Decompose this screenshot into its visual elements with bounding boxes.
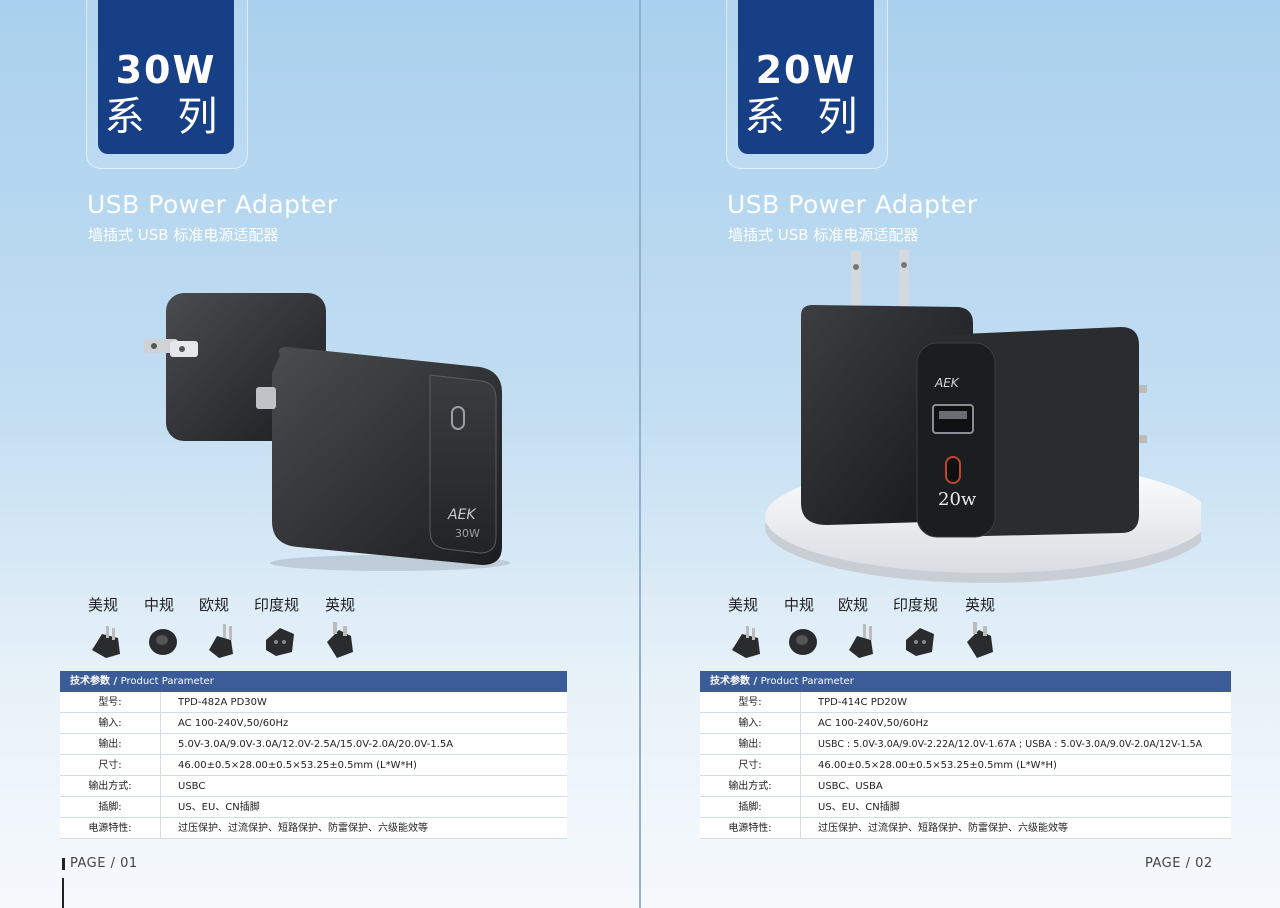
spec-row: 型号: TPD-414C PD20W xyxy=(700,692,1231,713)
title-cn: 墙插式 USB 标准电源适配器 xyxy=(728,226,919,244)
plug-label-us: 美规 xyxy=(728,596,759,614)
spec-key: 插脚: xyxy=(700,797,801,817)
spec-value: AC 100-240V,50/60Hz xyxy=(818,718,929,729)
uk-plug-icon xyxy=(327,622,353,658)
footer-rule xyxy=(62,878,64,908)
plug-label-in: 印度规 xyxy=(254,596,300,614)
uk-plug-icon xyxy=(967,622,993,658)
series-label: 系 列 xyxy=(744,94,868,140)
spec-value: AC 100-240V,50/60Hz xyxy=(178,718,289,729)
spec-header-en: Product Parameter xyxy=(120,676,214,687)
plug-icons xyxy=(0,620,640,662)
page-01: 30W 系 列 USB Power Adapter 墙插式 USB 标准电源适配… xyxy=(0,0,640,908)
series-label: 系 列 xyxy=(104,94,228,140)
spec-row: 尺寸: 46.00±0.5×28.00±0.5×53.25±0.5mm (L*W*… xyxy=(700,755,1231,776)
title-en: USB Power Adapter xyxy=(87,190,338,219)
page-divider xyxy=(639,0,641,908)
plug-label-eu: 欧规 xyxy=(199,596,230,614)
us-plug-icon xyxy=(92,626,120,658)
plug-label-in: 印度规 xyxy=(893,596,939,614)
series-tab: 30W 系 列 xyxy=(98,0,234,154)
spec-value: US、EU、CN插脚 xyxy=(818,802,900,813)
spec-value: US、EU、CN插脚 xyxy=(178,802,260,813)
spec-key: 插脚: xyxy=(60,797,161,817)
spec-row: 尺寸: 46.00±0.5×28.00±0.5×53.25±0.5mm (L*W*… xyxy=(60,755,567,776)
spec-key: 型号: xyxy=(700,692,801,712)
product-brand-logo: AEK xyxy=(934,376,960,390)
spec-key: 电源特性: xyxy=(60,818,161,838)
spec-value: USBC xyxy=(178,781,206,792)
spec-row: 插脚: US、EU、CN插脚 xyxy=(700,797,1231,818)
cn-plug-icon xyxy=(789,629,817,655)
plug-type-labels: 美规 中规 欧规 印度规 英规 xyxy=(641,594,1280,614)
eu-plug-icon xyxy=(209,624,233,658)
spec-value: 5.0V-3.0A/9.0V-3.0A/12.0V-2.5A/15.0V-2.0… xyxy=(178,739,454,750)
spec-header-cn: 技术参数 / xyxy=(70,676,118,687)
footer-bar xyxy=(62,858,65,870)
spec-header-en: Product Parameter xyxy=(760,676,854,687)
plug-type-labels: 美规 中规 欧规 印度规 英规 xyxy=(0,594,640,614)
spec-key: 尺寸: xyxy=(60,755,161,775)
series-tab: 20W 系 列 xyxy=(738,0,874,154)
spec-value: TPD-482A PD30W xyxy=(178,697,267,708)
spec-value: USBC : 5.0V-3.0A/9.0V-2.22A/12.0V-1.67A … xyxy=(818,739,1203,750)
spec-key: 输出方式: xyxy=(60,776,161,796)
plug-icons xyxy=(641,620,1280,662)
spec-key: 电源特性: xyxy=(700,818,801,838)
spec-row: 输出方式: USBC xyxy=(60,776,567,797)
spec-table-header: 技术参数 / Product Parameter xyxy=(60,671,567,692)
spec-key: 输出: xyxy=(60,734,161,754)
spec-row: 型号: TPD-482A PD30W xyxy=(60,692,567,713)
page-number: PAGE / 01 xyxy=(70,856,138,871)
spec-key: 输入: xyxy=(700,713,801,733)
spec-value: 过压保护、过流保护、短路保护、防雷保护、六级能效等 xyxy=(818,823,1068,834)
in-plug-icon xyxy=(266,628,294,656)
plug-label-cn: 中规 xyxy=(144,596,175,614)
title-en: USB Power Adapter xyxy=(727,190,978,219)
spec-header-cn: 技术参数 / xyxy=(710,676,758,687)
plug-label-uk: 英规 xyxy=(965,596,996,614)
spec-key: 输出: xyxy=(700,734,801,754)
spec-value: USBC、USBA xyxy=(818,781,883,792)
product-rating-mark: 20w xyxy=(938,489,977,510)
eu-plug-icon xyxy=(849,624,873,658)
spec-value: 46.00±0.5×28.00±0.5×53.25±0.5mm (L*W*H) xyxy=(818,760,1057,771)
product-rating-mark: 30W xyxy=(455,527,480,540)
spec-row: 电源特性: 过压保护、过流保护、短路保护、防雷保护、六级能效等 xyxy=(60,818,567,839)
spec-row: 输出: USBC : 5.0V-3.0A/9.0V-2.22A/12.0V-1.6… xyxy=(700,734,1231,755)
spec-row: 输入: AC 100-240V,50/60Hz xyxy=(700,713,1231,734)
spec-table: 技术参数 / Product Parameter 型号: TPD-414C PD2… xyxy=(700,671,1231,839)
in-plug-icon xyxy=(906,628,934,656)
spec-row: 输出: 5.0V-3.0A/9.0V-3.0A/12.0V-2.5A/15.0V-… xyxy=(60,734,567,755)
spec-key: 输出方式: xyxy=(700,776,801,796)
cn-plug-icon xyxy=(149,629,177,655)
series-watts: 20W xyxy=(755,48,857,92)
spec-row: 输入: AC 100-240V,50/60Hz xyxy=(60,713,567,734)
spec-value: 46.00±0.5×28.00±0.5×53.25±0.5mm (L*W*H) xyxy=(178,760,417,771)
title-cn: 墙插式 USB 标准电源适配器 xyxy=(88,226,279,244)
plug-label-eu: 欧规 xyxy=(838,596,869,614)
spec-value: 过压保护、过流保护、短路保护、防雷保护、六级能效等 xyxy=(178,823,428,834)
spec-key: 输入: xyxy=(60,713,161,733)
series-watts: 30W xyxy=(115,48,217,92)
spec-row: 插脚: US、EU、CN插脚 xyxy=(60,797,567,818)
page-number: PAGE / 02 xyxy=(1145,856,1213,871)
product-image-20w: AEK 20w xyxy=(765,249,1201,583)
plug-label-uk: 英规 xyxy=(325,596,356,614)
spec-row: 输出方式: USBC、USBA xyxy=(700,776,1231,797)
spec-key: 型号: xyxy=(60,692,161,712)
product-brand-logo: AEK xyxy=(447,507,477,523)
spec-table-header: 技术参数 / Product Parameter xyxy=(700,671,1231,692)
plug-label-cn: 中规 xyxy=(784,596,815,614)
product-image-30w: AEK 30W xyxy=(144,293,510,571)
plug-label-us: 美规 xyxy=(88,596,119,614)
spec-key: 尺寸: xyxy=(700,755,801,775)
spec-table: 技术参数 / Product Parameter 型号: TPD-482A PD3… xyxy=(60,671,567,839)
spec-row: 电源特性: 过压保护、过流保护、短路保护、防雷保护、六级能效等 xyxy=(700,818,1231,839)
us-plug-icon xyxy=(732,626,760,658)
spec-value: TPD-414C PD20W xyxy=(818,697,908,708)
page-02: 20W 系 列 USB Power Adapter 墙插式 USB 标准电源适配… xyxy=(641,0,1280,908)
